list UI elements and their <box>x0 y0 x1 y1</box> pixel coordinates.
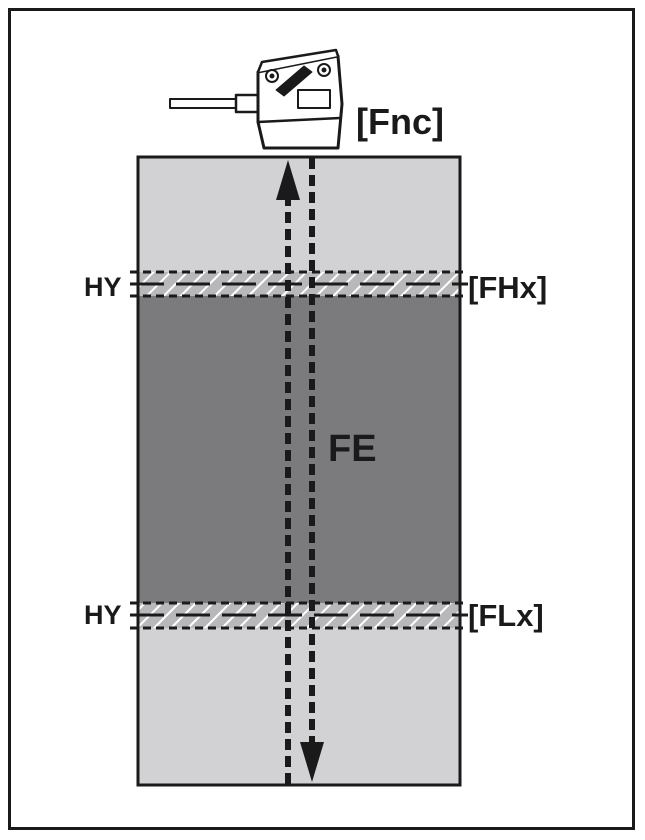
hysteresis-band-bottom <box>130 601 468 630</box>
window-zone <box>138 296 460 603</box>
hysteresis-label-bottom: HY <box>84 600 122 630</box>
double-arrow-icon <box>276 158 324 784</box>
sensor-icon <box>169 48 344 150</box>
high-limit-label: [FHx] <box>468 270 548 305</box>
low-limit-label: [FLx] <box>468 598 544 633</box>
hysteresis-band-top <box>130 270 468 298</box>
zone-outline <box>136 155 462 787</box>
hysteresis-label-top: HY <box>84 272 122 302</box>
window-label: FE <box>328 428 377 470</box>
function-label: [Fnc] <box>356 101 444 142</box>
zone-above <box>138 157 460 272</box>
zone-below <box>138 628 460 785</box>
